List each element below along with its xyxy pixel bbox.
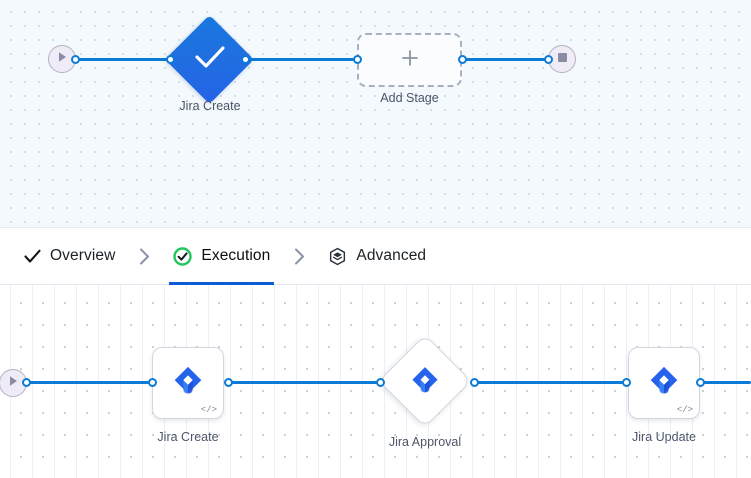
- port-jira-update-in[interactable]: [622, 378, 631, 387]
- step-node-jira-create[interactable]: </>: [152, 347, 224, 419]
- port-jira-create-in[interactable]: [148, 378, 157, 387]
- step-node-jira-approval[interactable]: [378, 334, 472, 428]
- edge-add-stage-to-end: [462, 58, 558, 61]
- step-label-jira-update: Jira Update: [632, 430, 696, 444]
- tab-execution[interactable]: Execution: [169, 228, 275, 285]
- port-jira-approval-out[interactable]: [470, 378, 479, 387]
- execution-start-node[interactable]: [0, 369, 27, 397]
- port-jira-approval-in[interactable]: [376, 378, 385, 387]
- port-start-out[interactable]: [71, 55, 80, 64]
- edge-jira-create-to-jira-approval: [228, 381, 380, 384]
- edge-start-to-jira-create: [26, 381, 152, 384]
- play-icon: [8, 374, 19, 392]
- check-icon: [24, 249, 41, 264]
- chevron-right-icon: [117, 248, 171, 265]
- step-label-jira-create: Jira Create: [157, 430, 219, 444]
- pipeline-tabs: Overview Execution: [0, 227, 751, 285]
- hexagon-layers-icon: [328, 247, 347, 266]
- check-circle-icon: [173, 246, 193, 266]
- tab-advanced-label: Advanced: [356, 247, 427, 264]
- edge-jira-create-to-add-stage: [245, 58, 363, 61]
- code-badge-icon: </>: [676, 405, 693, 415]
- pipeline-editor-canvas[interactable]: Jira Create Add Stage: [0, 0, 751, 227]
- port-jira-create-out[interactable]: [224, 378, 233, 387]
- add-stage-label: Add Stage: [380, 91, 439, 105]
- edge-start-to-jira-create: [75, 58, 175, 61]
- port-add-stage-out[interactable]: [458, 55, 467, 64]
- port-jira-create-in[interactable]: [166, 55, 175, 64]
- step-node-jira-update[interactable]: </>: [628, 347, 700, 419]
- port-jira-create-out[interactable]: [241, 55, 250, 64]
- code-badge-icon: </>: [200, 405, 217, 415]
- port-add-stage-in[interactable]: [353, 55, 362, 64]
- execution-graph-canvas[interactable]: </> Jira Create Jira Approval: [0, 285, 751, 478]
- play-icon: [57, 50, 68, 68]
- edge-jira-approval-to-jira-update: [474, 381, 626, 384]
- stop-square-icon: [557, 50, 568, 68]
- tab-execution-label: Execution: [201, 247, 271, 264]
- port-jira-update-out[interactable]: [696, 378, 705, 387]
- check-icon: [193, 43, 227, 76]
- stage-label-jira-create: Jira Create: [179, 99, 241, 113]
- step-label-jira-approval: Jira Approval: [388, 435, 462, 449]
- tab-overview-label: Overview: [50, 247, 116, 264]
- port-end-in[interactable]: [544, 55, 553, 64]
- edge-jira-update-outgoing: [700, 381, 751, 384]
- jira-icon: [153, 348, 223, 418]
- stage-node-jira-create[interactable]: [164, 14, 255, 105]
- add-stage-button[interactable]: [357, 33, 462, 87]
- plus-icon: [401, 49, 419, 72]
- port-start-out[interactable]: [22, 378, 31, 387]
- chevron-right-icon: [272, 248, 326, 265]
- tab-advanced[interactable]: Advanced: [326, 228, 428, 285]
- pipeline-start-node[interactable]: [48, 45, 76, 73]
- pipeline-end-node[interactable]: [548, 45, 576, 73]
- jira-icon: [629, 348, 699, 418]
- jira-icon: [392, 349, 458, 415]
- tab-overview[interactable]: Overview: [22, 228, 117, 285]
